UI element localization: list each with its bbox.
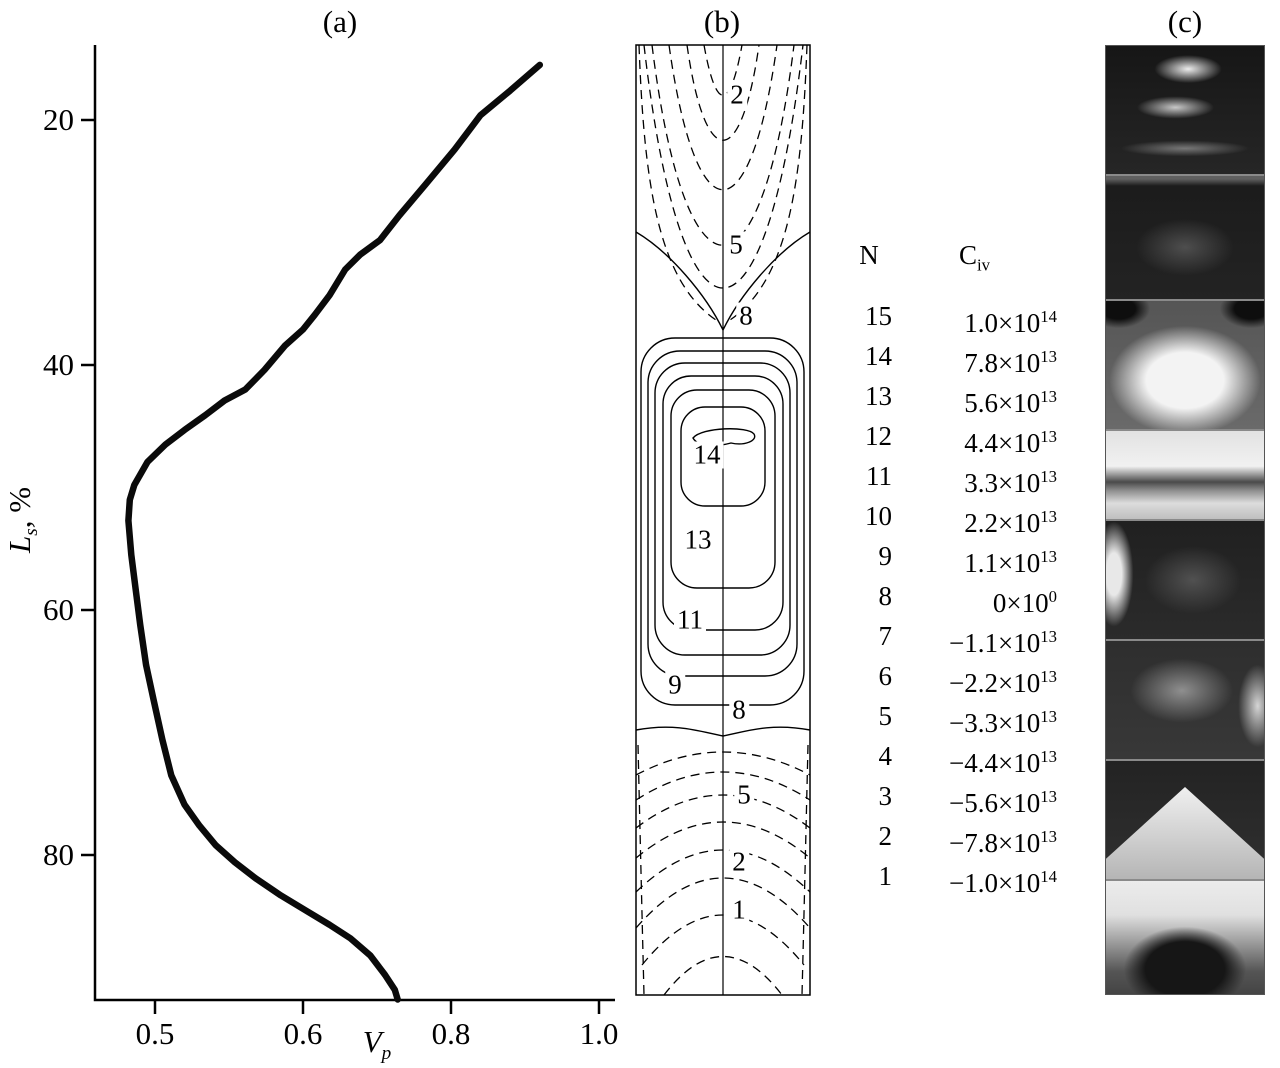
x-tick-label: 1.0 bbox=[580, 1016, 619, 1051]
photo-strip-panel-c bbox=[1105, 45, 1265, 995]
legend-level-number: 9 bbox=[878, 541, 893, 572]
legend-level-number: 6 bbox=[878, 661, 893, 692]
photo-segment-6 bbox=[1106, 641, 1264, 761]
legend-row: 15 1.0×1014 bbox=[846, 300, 1057, 340]
x-tick-label: 0.5 bbox=[136, 1016, 175, 1051]
legend-level-value: −7.8×1013 bbox=[949, 827, 1057, 859]
photo-segment-8 bbox=[1106, 881, 1264, 994]
legend-row: 7 −1.1×1013 bbox=[846, 620, 1058, 660]
dashed-contours-bottom bbox=[635, 744, 811, 996]
photo-segment-7 bbox=[1106, 761, 1264, 881]
legend-level-number: 10 bbox=[865, 501, 892, 532]
legend-level-number: 1 bbox=[878, 861, 893, 892]
legend-row: 4 −4.4×1013 bbox=[846, 740, 1058, 780]
y-tick-label: 80 bbox=[43, 837, 74, 872]
y-tick-label: 20 bbox=[43, 102, 74, 137]
legend-level-value: −4.4×1013 bbox=[949, 747, 1057, 779]
legend-row: 11 3.3×1013 bbox=[846, 460, 1057, 500]
y-tick-label: 60 bbox=[43, 592, 74, 627]
legend-level-value: 1.1×1013 bbox=[964, 547, 1057, 579]
legend-row: 2 −7.8×1013 bbox=[846, 820, 1058, 860]
legend-level-value: −1.0×1014 bbox=[949, 867, 1057, 899]
vp-profile-chart: 0.5 0.6 0.8 1.0 20 40 60 80 bbox=[43, 45, 619, 1051]
legend-row: 3 −5.6×1013 bbox=[846, 780, 1058, 820]
y-axis-label: Ls, % bbox=[2, 486, 43, 554]
legend-level-value: −5.6×1013 bbox=[949, 787, 1057, 819]
photo-segment-3 bbox=[1106, 301, 1264, 431]
legend-col-civ-header: Civ bbox=[958, 240, 991, 275]
legend-level-value: 1.0×1014 bbox=[964, 307, 1057, 339]
legend-level-value: −1.1×1013 bbox=[949, 627, 1057, 659]
legend-row: 12 4.4×1013 bbox=[846, 420, 1057, 460]
legend-level-number: 13 bbox=[865, 381, 892, 412]
legend-level-value: 3.3×1013 bbox=[964, 467, 1057, 499]
cone-shape bbox=[1106, 786, 1264, 879]
legend-level-value: 4.4×1013 bbox=[964, 427, 1057, 459]
solid-contours bbox=[635, 231, 811, 737]
legend-level-number: 12 bbox=[865, 421, 892, 452]
legend-row: 13 5.6×1013 bbox=[846, 380, 1057, 420]
legend-level-value: 7.8×1013 bbox=[964, 347, 1057, 379]
axes bbox=[93, 45, 615, 1002]
legend-level-value: 5.6×1013 bbox=[964, 387, 1057, 419]
photo-segment-1 bbox=[1106, 46, 1264, 176]
legend-level-number: 4 bbox=[878, 741, 893, 772]
legend-row: 10 2.2×1013 bbox=[846, 500, 1057, 540]
legend-row: 5 −3.3×1013 bbox=[846, 700, 1058, 740]
legend-row: 6 −2.2×1013 bbox=[846, 660, 1058, 700]
legend-col-n-header: N bbox=[859, 240, 879, 270]
photo-segment-5 bbox=[1106, 521, 1264, 641]
dashed-contours-top bbox=[638, 44, 808, 321]
legend-level-number: 15 bbox=[865, 301, 892, 332]
y-tick-label: 40 bbox=[43, 347, 74, 382]
x-tick-label: 0.6 bbox=[284, 1016, 323, 1051]
legend-level-number: 3 bbox=[878, 781, 893, 812]
x-axis-label: Vp bbox=[362, 1024, 392, 1065]
legend-row: 1 −1.0×1014 bbox=[846, 860, 1058, 900]
vp-curve bbox=[125, 61, 544, 1003]
legend-level-value: −2.2×1013 bbox=[949, 667, 1057, 699]
panel-b-label: (b) bbox=[703, 4, 741, 39]
legend-level-number: 8 bbox=[878, 581, 893, 612]
contour-plot-panel-b bbox=[635, 44, 811, 996]
legend-row: 9 1.1×1013 bbox=[846, 540, 1058, 580]
legend-level-number: 11 bbox=[866, 461, 892, 492]
x-tick-label: 0.8 bbox=[432, 1016, 471, 1051]
legend-row: 14 7.8×1013 bbox=[846, 340, 1057, 380]
legend-level-number: 2 bbox=[878, 821, 893, 852]
legend-level-number: 14 bbox=[865, 341, 892, 372]
legend-level-value: 2.2×1013 bbox=[964, 507, 1057, 539]
photo-segment-4 bbox=[1106, 431, 1264, 521]
legend-level-number: 5 bbox=[878, 701, 893, 732]
legend-level-number: 7 bbox=[878, 621, 893, 652]
panel-c-label: (c) bbox=[1167, 4, 1203, 39]
legend-header: N Civ bbox=[846, 240, 1057, 280]
panel-a-label: (a) bbox=[322, 4, 358, 39]
legend-level-value: 0×100 bbox=[992, 587, 1057, 619]
photo-segment-2 bbox=[1106, 176, 1264, 301]
legend-row: 8 0×100 bbox=[846, 580, 1058, 620]
legend-level-value: −3.3×1013 bbox=[949, 707, 1057, 739]
